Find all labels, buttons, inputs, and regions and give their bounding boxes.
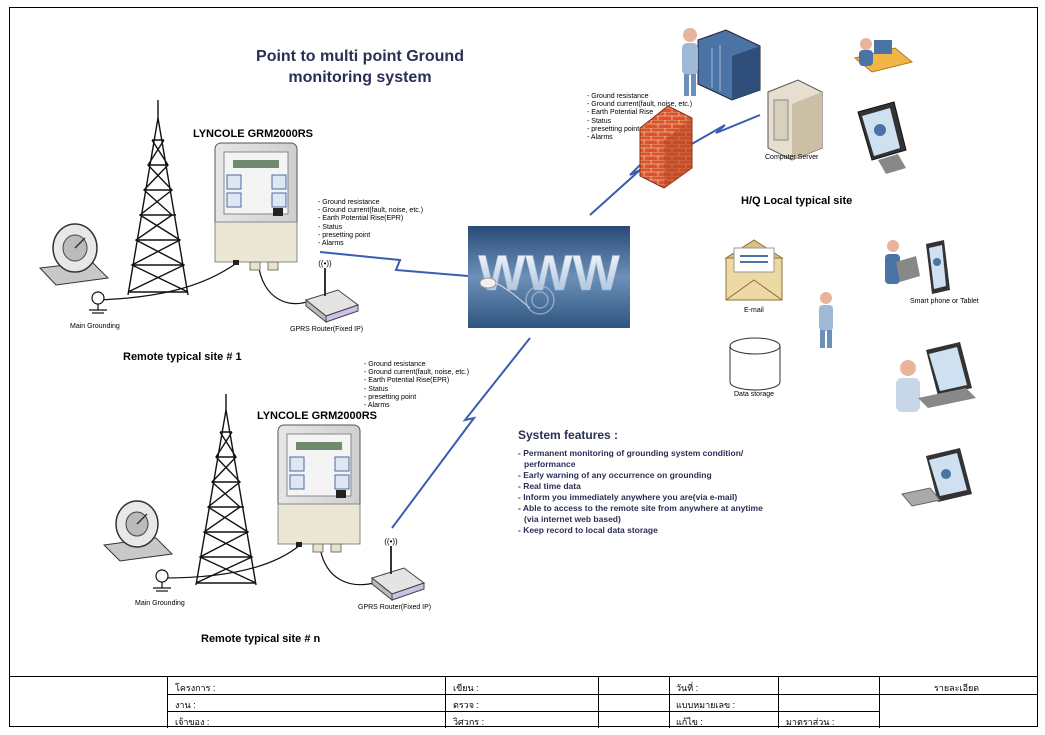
desk-user-icon bbox=[853, 38, 914, 73]
feature-item: - Able to access to the remote site from… bbox=[518, 503, 763, 513]
link-site1-www bbox=[319, 251, 469, 277]
siten-bullet-list: - Ground resistance - Ground current(fau… bbox=[364, 361, 469, 410]
site1-router-label: GPRS Router(Fixed IP) bbox=[290, 326, 364, 333]
title-block: โครงการ : งาน : เจ้าของ : เขียน : ตรวจ :… bbox=[9, 676, 1038, 728]
feature-item: - Keep record to local data storage bbox=[518, 525, 658, 535]
firewall-bullet: - presetting point bbox=[587, 125, 640, 133]
site1-bullet: - Status bbox=[318, 223, 343, 231]
firewall-bullet: - Earth Potential Rise bbox=[587, 109, 654, 117]
gprs-router-icon: ((•)) bbox=[370, 537, 426, 602]
router-wire bbox=[257, 261, 313, 305]
radio-tower-icon bbox=[195, 394, 257, 586]
hq-site-title: H/Q Local typical site bbox=[741, 195, 853, 207]
siten-bullet: - Ground current(fault, noise, etc.) bbox=[364, 369, 470, 377]
siten-router-label: GPRS Router(Fixed IP) bbox=[358, 604, 432, 611]
siten-bullet: - Alarms bbox=[364, 402, 390, 410]
title-line-1: Point to multi point Ground bbox=[256, 48, 464, 65]
siten-grounding-label: Main Grounding bbox=[135, 600, 185, 607]
site1-bullet: - Ground resistance bbox=[318, 199, 380, 206]
drawing-frame bbox=[9, 7, 1038, 727]
firewall-bullet: - Ground resistance bbox=[587, 93, 649, 100]
features-title: System features : bbox=[518, 428, 619, 442]
firewall-bullet-list: - Ground resistance - Ground current(fau… bbox=[587, 93, 692, 142]
satellite-dish-icon bbox=[102, 500, 174, 562]
computer-server-label: Computer Server bbox=[765, 154, 819, 161]
gprs-router-icon: ((•)) bbox=[304, 259, 360, 324]
smartphone-tablet-icon bbox=[885, 240, 950, 294]
satellite-dish-icon bbox=[38, 223, 110, 286]
server-rack-icon bbox=[697, 29, 761, 101]
router-wire bbox=[319, 547, 379, 586]
siten-model-label: LYNCOLE GRM2000RS bbox=[257, 410, 378, 422]
tb-work-label: งาน : bbox=[175, 700, 196, 710]
computer-server-icon bbox=[767, 79, 823, 161]
grm2000rs-device-icon bbox=[277, 424, 361, 553]
tb-owner-label: เจ้าของ : bbox=[175, 717, 210, 727]
firewall-bullet: - Alarms bbox=[587, 134, 613, 142]
site1-bullet: - Earth Potential Rise(EPR) bbox=[318, 215, 404, 223]
site1-bullet: - presetting point bbox=[318, 231, 371, 239]
ground-wire bbox=[163, 544, 301, 579]
monitor-icon bbox=[857, 101, 907, 174]
tb-drawn-label: เขียน : bbox=[453, 683, 479, 693]
tb-drawing-no-label: แบบหมายเลข : bbox=[676, 700, 736, 710]
grm2000rs-device-icon bbox=[214, 142, 298, 271]
ground-symbol-icon bbox=[89, 291, 107, 314]
feature-item: (via internet web based) bbox=[524, 514, 621, 524]
data-storage-icon bbox=[729, 337, 781, 391]
firewall-bullet: - Status bbox=[587, 117, 612, 125]
site1-caption: Remote typical site # 1 bbox=[123, 351, 242, 363]
siten-bullet: - Status bbox=[364, 385, 389, 393]
tb-project-label: โครงการ : bbox=[175, 683, 216, 693]
tb-checked-label: ตรวจ : bbox=[453, 700, 480, 710]
ground-wire bbox=[97, 261, 239, 301]
feature-item: performance bbox=[524, 459, 576, 469]
ground-symbol-icon bbox=[153, 569, 171, 592]
feature-item: - Real time data bbox=[518, 481, 581, 491]
tb-revision-label: แก้ไข : bbox=[676, 717, 703, 727]
title-line-2: monitoring system bbox=[288, 69, 432, 86]
tb-detail-label: รายละเอียด bbox=[934, 683, 980, 693]
email-label: E-mail bbox=[744, 307, 764, 314]
link-firewall-server bbox=[689, 114, 761, 146]
link-siten-www bbox=[391, 337, 531, 529]
www-text: WWW bbox=[478, 245, 620, 301]
site1-grounding-label: Main Grounding bbox=[70, 323, 120, 330]
diagram-title: Point to multi point Ground monitoring s… bbox=[240, 46, 480, 88]
site1-bullet: - Ground current(fault, noise, etc.) bbox=[318, 207, 424, 215]
firewall-bullet: - Ground current(fault, noise, etc.) bbox=[587, 101, 693, 109]
tb-scale-label: มาตราส่วน : bbox=[786, 717, 835, 727]
site1-model-label: LYNCOLE GRM2000RS bbox=[193, 128, 314, 140]
site1-bullet: - Alarms bbox=[318, 240, 344, 248]
person-icon bbox=[682, 28, 698, 96]
siten-bullet: - Ground resistance bbox=[364, 361, 426, 368]
www-internet-icon: WWW bbox=[468, 226, 630, 328]
smartphone-label: Smart phone or Tablet bbox=[910, 298, 979, 305]
firewall-icon bbox=[639, 105, 693, 189]
desktop-computer-icon bbox=[901, 448, 972, 507]
person-icon bbox=[819, 292, 833, 348]
laptop-user-icon bbox=[896, 342, 976, 412]
svg-text:((•)): ((•)) bbox=[318, 259, 332, 268]
tb-date-label: วันที่ : bbox=[676, 683, 699, 693]
data-storage-label: Data storage bbox=[734, 391, 775, 398]
svg-text:((•)): ((•)) bbox=[384, 537, 398, 546]
feature-item: - Inform you immediately anywhere you ar… bbox=[518, 492, 738, 502]
site1-bullet-list: - Ground resistance - Ground current(fau… bbox=[318, 199, 423, 248]
siten-caption: Remote typical site # n bbox=[201, 633, 321, 645]
features-list: - Permanent monitoring of grounding syst… bbox=[518, 448, 763, 536]
feature-item: - Early warning of any occurrence on gro… bbox=[518, 470, 712, 480]
radio-tower-icon bbox=[127, 100, 189, 296]
email-envelope-icon bbox=[724, 239, 784, 301]
tb-engineer-label: วิศวกร : bbox=[453, 717, 485, 727]
siten-bullet: - Earth Potential Rise(EPR) bbox=[364, 377, 450, 385]
siten-bullet: - presetting point bbox=[364, 393, 417, 401]
feature-item: - Permanent monitoring of grounding syst… bbox=[518, 448, 744, 458]
